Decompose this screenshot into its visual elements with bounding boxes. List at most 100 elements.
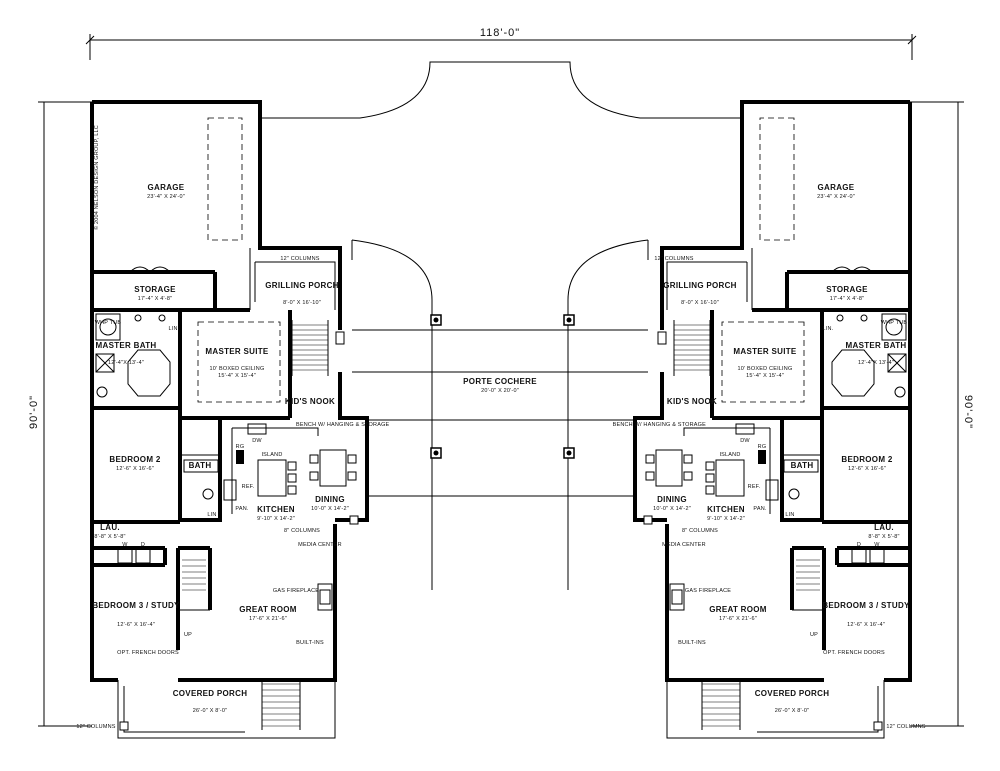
dining-name: DINING	[315, 495, 345, 504]
whp-tub-label: WHP TUB	[881, 320, 908, 326]
bench-note: BENCH W/ HANGING & STORAGE	[296, 422, 390, 428]
up-label: UP	[184, 632, 192, 638]
master-bath-size: 12'-4"X 13'-4"	[858, 360, 894, 366]
dw-label: DW	[252, 438, 262, 444]
master-suite-name: MASTER SUITE	[733, 347, 797, 356]
storage-size: 17'-4" X 4'-8"	[830, 296, 865, 302]
kitchen-name: KITCHEN	[257, 505, 295, 514]
washer-label: W	[122, 542, 128, 548]
laundry-name: LAU.	[100, 523, 120, 532]
gas-fireplace-label: GAS FIREPLACE	[685, 588, 731, 594]
dw-label: DW	[740, 438, 750, 444]
covered-porch-name: COVERED PORCH	[173, 689, 248, 698]
bedroom2-name: BEDROOM 2	[109, 455, 160, 464]
ref-label: REF.	[242, 484, 255, 490]
depth-label-right: 90'-0"	[962, 395, 974, 429]
ref-label: REF.	[748, 484, 761, 490]
grilling-porch-size: 8'-0" X 16'-10"	[681, 300, 719, 306]
driveway	[260, 61, 742, 590]
bedroom2-size: 12'-6" X 16'-6"	[116, 466, 154, 472]
opt-doors-label: OPT. FRENCH DOORS	[117, 650, 179, 656]
lin2-label: LIN	[785, 512, 794, 518]
laundry-name: LAU.	[874, 523, 894, 532]
washer-label: W	[874, 542, 880, 548]
kids-nook-label: KID'S NOOK	[667, 397, 717, 406]
pan-label: PAN.	[235, 506, 249, 512]
bedroom2-size: 12'-6" X 16'-6"	[848, 466, 886, 472]
columns-note-mid: 8" COLUMNS	[284, 528, 320, 534]
columns-note-top: 12" COLUMNS	[280, 256, 319, 262]
master-bath-size: 12'-4"X 13'-4"	[108, 360, 144, 366]
overall-depth-dimension-left: 90'-0"	[28, 101, 92, 727]
bedroom3-name: BEDROOM 3 / STUDY	[822, 601, 910, 610]
covered-porch-size: 26'-0" X 8'-0"	[775, 708, 810, 714]
copyright-notice: © 2004 NELSON DESIGN GROUP, LLC	[93, 125, 100, 230]
great-room-size: 17'-6" X 21'-6"	[249, 616, 287, 622]
storage-name: STORAGE	[134, 285, 176, 294]
kids-nook-label: KID'S NOOK	[285, 397, 335, 406]
dryer-label: D	[857, 542, 861, 548]
master-suite-ceiling: 10' BOXED CEILING	[210, 366, 265, 372]
bath-name: BATH	[189, 461, 212, 470]
whp-tub-label: WHP TUB	[95, 320, 122, 326]
kitchen-name: KITCHEN	[707, 505, 745, 514]
pan-label: PAN.	[753, 506, 767, 512]
great-room-name: GREAT ROOM	[709, 605, 767, 614]
garage-size: 23'-4" X 24'-0"	[147, 194, 185, 200]
columns-note-bottom: 12" COLUMNS	[76, 724, 115, 730]
grilling-porch-name: GRILLING PORCH	[663, 281, 737, 290]
built-ins-label: BUILT-INS	[296, 640, 324, 646]
built-ins-label: BUILT-INS	[678, 640, 706, 646]
right-unit-walls	[633, 100, 912, 740]
left-unit-labels: GARAGE 23'-4" X 24'-0" STORAGE 17'-4" X …	[76, 183, 389, 730]
overall-depth-dimension-right: 90'-0"	[910, 101, 974, 727]
media-center-label: MEDIA CENTER	[298, 542, 342, 548]
bedroom3-size: 12'-6" X 16'-4"	[847, 622, 885, 628]
master-bath-name: MASTER BATH	[846, 341, 907, 350]
covered-porch-size: 26'-0" X 8'-0"	[193, 708, 228, 714]
lin-label: LIN.	[823, 326, 834, 332]
columns-note-mid: 8" COLUMNS	[682, 528, 718, 534]
overall-width-label: 118'-0"	[480, 27, 520, 39]
right-unit-labels: GARAGE 23'-4" X 24'-0" STORAGE 17'-4" X …	[613, 183, 926, 730]
bath-name: BATH	[791, 461, 814, 470]
bench-note: BENCH W/ HANGING & STORAGE	[613, 422, 707, 428]
left-unit-walls	[90, 100, 369, 739]
dining-size: 10'-0" X 14'-2"	[311, 506, 349, 512]
gas-fireplace-label: GAS FIREPLACE	[273, 588, 319, 594]
laundry-size: 8'-8" X 5'-8"	[94, 534, 125, 540]
storage-name: STORAGE	[826, 285, 868, 294]
media-center-label: MEDIA CENTER	[662, 542, 706, 548]
garage-name: GARAGE	[818, 183, 855, 192]
porte-cochere-name: PORTE COCHERE	[463, 377, 537, 386]
dryer-label: D	[141, 542, 145, 548]
porte-cochere-size: 20'-0" X 20'-0"	[481, 388, 519, 394]
great-room-size: 17'-6" X 21'-6"	[719, 616, 757, 622]
columns-note-top: 12" COLUMNS	[654, 256, 693, 262]
dining-name: DINING	[657, 495, 687, 504]
rg-label: RG	[236, 444, 245, 450]
master-suite-name: MASTER SUITE	[205, 347, 269, 356]
bedroom3-name: BEDROOM 3 / STUDY	[92, 601, 180, 610]
island-label: ISLAND	[261, 452, 282, 458]
right-unit-fixtures	[643, 266, 907, 731]
storage-size: 17'-4" X 4'-8"	[138, 296, 173, 302]
grilling-porch-size: 8'-0" X 16'-10"	[283, 300, 321, 306]
island-label: ISLAND	[719, 452, 740, 458]
bedroom3-size: 12'-6" X 16'-4"	[117, 622, 155, 628]
bedroom2-name: BEDROOM 2	[841, 455, 892, 464]
dining-size: 10'-0" X 14'-2"	[653, 506, 691, 512]
left-unit-fixtures	[95, 266, 359, 731]
covered-porch-name: COVERED PORCH	[755, 689, 830, 698]
master-suite-size: 15'-4" X 15'-4"	[746, 373, 784, 379]
garage-size: 23'-4" X 24'-0"	[817, 194, 855, 200]
kitchen-size: 9'-10" X 14'-2"	[257, 516, 295, 522]
master-suite-size: 15'-4" X 15'-4"	[218, 373, 256, 379]
laundry-size: 8'-8" X 5'-8"	[868, 534, 899, 540]
rg-label: RG	[758, 444, 767, 450]
kitchen-size: 9'-10" X 14'-2"	[707, 516, 745, 522]
up-label: UP	[810, 632, 818, 638]
lin2-label: LIN	[207, 512, 216, 518]
porte-cochere-columns	[430, 314, 575, 459]
lin-label: LIN.	[169, 326, 180, 332]
